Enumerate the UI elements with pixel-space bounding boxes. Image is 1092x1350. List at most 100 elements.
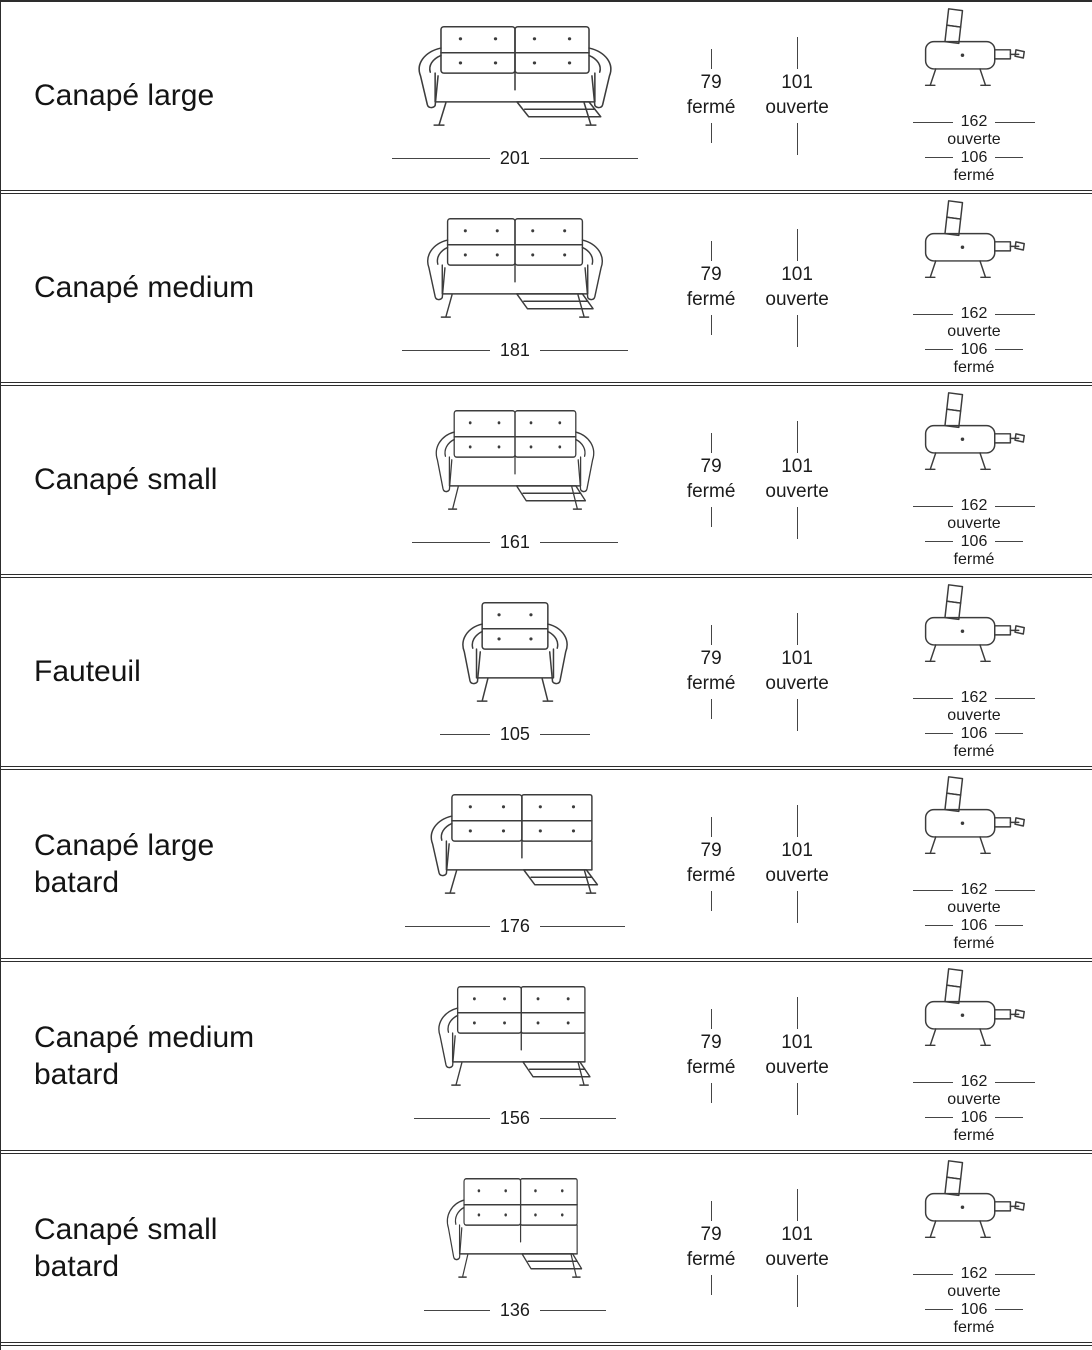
width-dimension: 181 <box>401 340 628 361</box>
depth-open-dimension: 162 <box>912 497 1035 515</box>
height-dimensions-cell: 79 fermé 101 ouverte <box>661 386 855 574</box>
dimension-tick <box>796 37 798 70</box>
height-closed-dimension: 79 fermé <box>687 1009 735 1103</box>
height-closed-value: 79 <box>700 456 722 478</box>
dimension-line <box>912 1081 953 1083</box>
sofa-front-view <box>416 791 614 907</box>
product-name-cell: Fauteuil <box>1 578 369 766</box>
height-open-value: 101 <box>781 264 813 286</box>
height-open-dimension: 101 ouverte <box>765 37 829 155</box>
height-open-value: 101 <box>781 840 813 862</box>
dimension-tick <box>710 817 712 838</box>
dimension-tick <box>796 421 798 454</box>
product-name: Canapé medium batard <box>34 1020 255 1092</box>
dimension-line <box>995 349 1023 351</box>
dimension-line <box>995 157 1023 159</box>
dimension-line <box>924 733 953 735</box>
dimension-line <box>423 1310 490 1311</box>
product-row: Canapé large batard 176 79 fermé 101 ouv… <box>1 770 1092 962</box>
front-view-cell: 176 <box>369 770 660 958</box>
height-open-value: 101 <box>781 1032 813 1054</box>
dimension-tick <box>796 805 798 838</box>
height-closed-value: 79 <box>700 1032 722 1054</box>
front-view-cell: 136 <box>369 1154 660 1342</box>
sofa-front-view <box>403 23 627 139</box>
dimension-tick <box>796 890 798 923</box>
dimension-tick <box>710 241 712 262</box>
dimension-line <box>439 734 490 735</box>
product-row: Canapé large 201 79 fermé 101 ouverte <box>1 2 1092 194</box>
height-open-value: 101 <box>781 648 813 670</box>
dimension-line <box>995 313 1035 315</box>
width-dimension: 156 <box>413 1108 616 1129</box>
dimension-tick <box>796 1082 798 1115</box>
product-row: Canapé small batard 136 79 fermé 101 ouv… <box>1 1154 1092 1346</box>
height-closed-value: 79 <box>700 648 722 670</box>
dimension-line <box>411 542 490 543</box>
product-name: Canapé large <box>34 79 215 113</box>
dimension-tick <box>796 613 798 646</box>
dimension-tick <box>710 625 712 646</box>
height-open-dimension: 101 ouverte <box>765 997 829 1115</box>
width-value: 156 <box>499 1108 530 1128</box>
dimension-line <box>924 349 953 351</box>
product-name-cell: Canapé large <box>1 2 369 190</box>
dimension-line <box>539 542 618 543</box>
dimension-tick <box>796 997 798 1030</box>
dimension-line <box>539 158 638 159</box>
height-open-value: 101 <box>781 456 813 478</box>
height-closed-label: fermé <box>686 673 736 694</box>
dimension-tick <box>710 122 712 143</box>
dimension-line <box>539 734 590 735</box>
front-view-cell: 161 <box>369 386 660 574</box>
height-closed-label: fermé <box>686 97 736 118</box>
sofa-side-view <box>921 967 1027 1069</box>
dimension-line <box>995 925 1023 927</box>
sofa-side-view <box>921 7 1027 109</box>
dimension-tick <box>710 1201 712 1222</box>
depth-open-label: ouverte <box>947 323 1001 341</box>
height-open-label: ouverte <box>765 481 829 502</box>
dimension-tick <box>710 1009 712 1030</box>
width-value: 176 <box>499 916 530 936</box>
product-name: Canapé small <box>34 463 218 497</box>
height-open-label: ouverte <box>765 97 829 118</box>
height-dimensions-cell: 79 fermé 101 ouverte <box>661 2 855 190</box>
dimension-tick <box>710 698 712 719</box>
product-row: Canapé small 161 79 fermé 101 ouverte <box>1 386 1092 578</box>
product-name: Canapé medium <box>34 271 255 305</box>
dimension-tick <box>796 506 798 539</box>
dimension-tick <box>710 1082 712 1103</box>
depth-dimensions: 162 ouverte 106 fermé <box>912 113 1035 185</box>
height-closed-value: 79 <box>700 264 722 286</box>
depth-closed-label: fermé <box>953 358 995 376</box>
front-view-cell: 105 <box>369 578 660 766</box>
sofa-front-view <box>425 983 605 1099</box>
depth-open-label: ouverte <box>947 899 1001 917</box>
front-view-cell: 181 <box>369 194 660 382</box>
height-open-dimension: 101 ouverte <box>765 1189 829 1307</box>
dimension-line <box>924 1309 953 1311</box>
width-value: 161 <box>499 532 530 552</box>
height-dimensions-cell: 79 fermé 101 ouverte <box>661 578 855 766</box>
height-dimensions-cell: 79 fermé 101 ouverte <box>661 194 855 382</box>
depth-closed-dimension: 106 <box>924 533 1023 551</box>
height-closed-dimension: 79 fermé <box>687 1201 735 1295</box>
width-dimension: 105 <box>439 724 590 745</box>
dimension-line <box>912 121 953 123</box>
dimension-tick <box>710 1274 712 1295</box>
height-open-dimension: 101 ouverte <box>765 421 829 539</box>
height-closed-dimension: 79 fermé <box>687 241 735 335</box>
depth-closed-label: fermé <box>953 742 995 760</box>
dimension-line <box>539 1310 606 1311</box>
depth-closed-dimension: 106 <box>924 1301 1023 1319</box>
depth-closed-label: fermé <box>953 166 995 184</box>
height-closed-value: 79 <box>700 1224 722 1246</box>
sofa-front-view <box>435 1175 595 1291</box>
side-view-cell: 162 ouverte 106 fermé <box>855 1154 1092 1342</box>
product-name: Canapé small batard <box>34 1212 218 1284</box>
depth-closed-label: fermé <box>953 1126 995 1144</box>
product-row: Canapé medium 181 79 fermé 101 ouverte <box>1 194 1092 386</box>
depth-dimensions: 162 ouverte 106 fermé <box>912 1265 1035 1337</box>
dimension-line <box>995 1273 1035 1275</box>
